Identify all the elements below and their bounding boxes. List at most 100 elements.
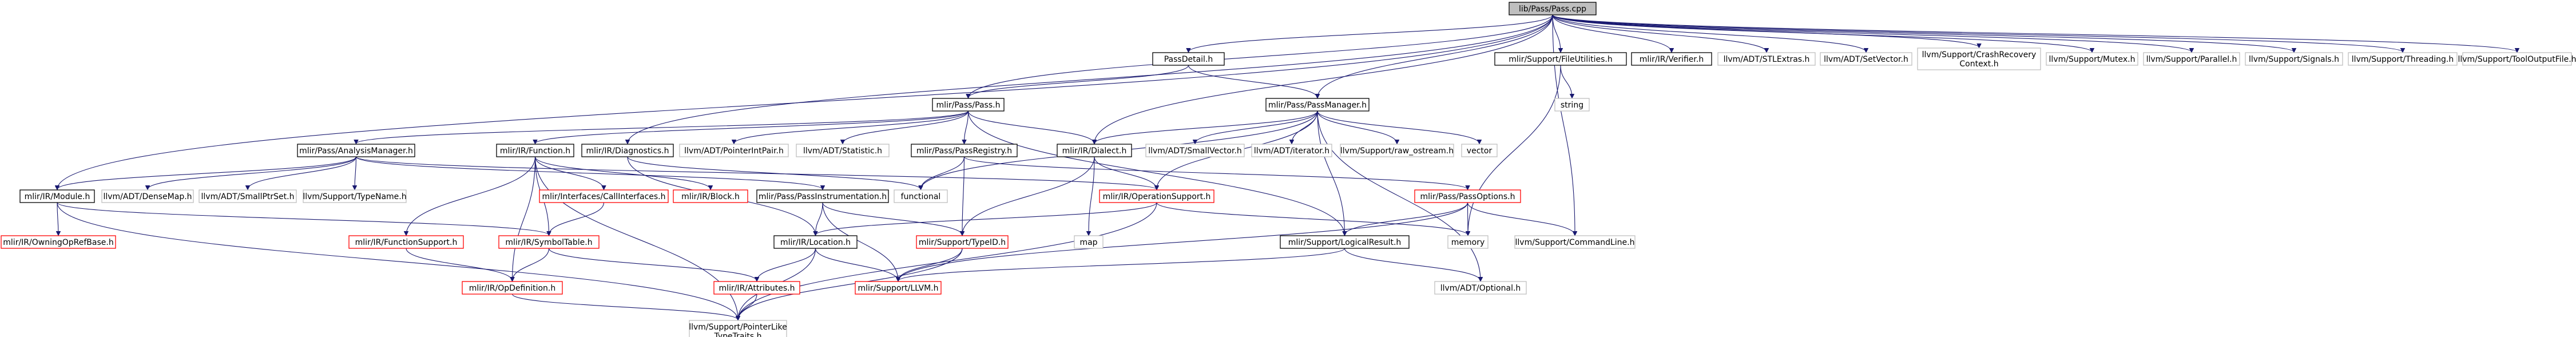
node-label-operationsupport: mlir/IR/OperationSupport.h	[1103, 192, 1211, 201]
node-string: string	[1554, 98, 1590, 112]
edge-callinterfaces-to-symboltable	[549, 202, 605, 235]
edge-analysismanager-to-moduleh	[57, 156, 357, 189]
edge-root-to-parallel	[1552, 14, 2192, 52]
node-signals: llvm/Support/Signals.h	[2245, 52, 2343, 66]
node-label-threading: llvm/Support/Threading.h	[2352, 55, 2454, 64]
node-dialect[interactable]: mlir/IR/Dialect.h	[1057, 144, 1132, 157]
node-label-rawostream: llvm/Support/raw_ostream.h	[1340, 146, 1454, 156]
node-label-passoptions: mlir/Pass/PassOptions.h	[1420, 192, 1515, 201]
node-box-signals	[2245, 52, 2343, 66]
node-passoptions[interactable]: mlir/Pass/PassOptions.h	[1414, 189, 1521, 203]
edge-root-to-signals	[1552, 14, 2294, 52]
node-box-passdetail	[1152, 52, 1225, 66]
node-box-pointerliketypetraits	[689, 320, 787, 337]
node-box-smallvector	[1145, 144, 1245, 157]
node-symboltable[interactable]: mlir/IR/SymbolTable.h	[498, 235, 600, 249]
node-label-iterator: llvm/ADT/iterator.h	[1254, 146, 1329, 156]
node-operationsupport[interactable]: mlir/IR/OperationSupport.h	[1099, 189, 1214, 203]
node-box-densemap	[101, 189, 194, 203]
edge-passh-to-dialect	[967, 110, 1095, 144]
node-label-typename: llvm/Support/TypeName.h	[303, 192, 406, 201]
node-box-smallptrset	[199, 189, 297, 203]
node-logicalresult[interactable]: mlir/Support/LogicalResult.h	[1280, 235, 1410, 249]
edge-passmanager-to-rawostream	[1317, 110, 1397, 144]
node-smallvector: llvm/ADT/SmallVector.h	[1145, 144, 1245, 157]
edge-operationsupport-to-location	[816, 202, 1157, 235]
node-passdetail[interactable]: PassDetail.h	[1152, 52, 1225, 66]
edge-passmanager-to-smallvector	[1195, 110, 1318, 144]
node-owningopref[interactable]: mlir/IR/OwningOpRefBase.h	[1, 235, 116, 249]
node-box-typename	[303, 189, 407, 203]
edge-location-to-attributes	[757, 248, 816, 281]
node-label-passdetail: PassDetail.h	[1164, 55, 1213, 64]
node-box-setvector	[1820, 52, 1912, 66]
edge-functionh-to-block	[534, 156, 711, 189]
node-passh[interactable]: mlir/Pass/Pass.h	[932, 98, 1005, 112]
node-functionh[interactable]: mlir/IR/Function.h	[496, 144, 574, 157]
edge-symboltable-to-opdefinition	[513, 248, 550, 281]
node-moduleh[interactable]: mlir/IR/Module.h	[19, 189, 95, 203]
node-passinstrumentation[interactable]: mlir/Pass/PassInstrumentation.h	[756, 189, 889, 203]
node-label-memory: memory	[1451, 238, 1485, 247]
node-box-crashrecovery	[1917, 47, 2041, 70]
node-analysismanager[interactable]: mlir/Pass/AnalysisManager.h	[297, 144, 415, 157]
edge-passmanager-to-vector	[1317, 110, 1479, 144]
edge-analysismanager-to-densemap	[148, 156, 357, 189]
node-block[interactable]: mlir/IR/Block.h	[673, 189, 748, 203]
edge-root-to-threading	[1552, 14, 2403, 52]
node-label-optional: llvm/ADT/Optional.h	[1440, 284, 1521, 293]
node-llvmh[interactable]: mlir/Support/LLVM.h	[855, 281, 942, 295]
edge-passh-to-pointerintpair	[734, 110, 969, 144]
node-attributes[interactable]: mlir/IR/Attributes.h	[713, 281, 800, 295]
node-passmanager[interactable]: mlir/Pass/PassManager.h	[1265, 98, 1370, 112]
node-label-passinstrumentation: mlir/Pass/PassInstrumentation.h	[759, 192, 887, 201]
node-box-llvmh	[855, 281, 942, 295]
node-fileutilities[interactable]: mlir/Support/FileUtilities.h	[1494, 52, 1627, 66]
node-label-dialect: mlir/IR/Dialect.h	[1062, 146, 1127, 156]
node-verifier[interactable]: mlir/IR/Verifier.h	[1631, 52, 1712, 66]
edge-passh-to-logicalresult	[967, 110, 1345, 235]
edge-root-to-diagnostics	[628, 14, 1553, 144]
node-root[interactable]: lib/Pass/Pass.cpp	[1509, 2, 1597, 15]
node-rawostream: llvm/Support/raw_ostream.h	[1340, 144, 1454, 157]
node-passregistry[interactable]: mlir/Pass/PassRegistry.h	[911, 144, 1018, 157]
node-box-iterator	[1251, 144, 1332, 157]
node-box-parallel	[2143, 52, 2240, 66]
node-label-passmanager: mlir/Pass/PassManager.h	[1268, 101, 1367, 110]
node-label-pointerliketypetraits: TypeTraits.h	[714, 332, 762, 337]
node-location[interactable]: mlir/IR/Location.h	[773, 235, 858, 249]
edge-operationsupport-to-pointerliketypetraits	[738, 202, 1157, 320]
node-functional: functional	[894, 189, 948, 203]
node-diagnostics[interactable]: mlir/IR/Diagnostics.h	[581, 144, 674, 157]
node-threading: llvm/Support/Threading.h	[2348, 52, 2458, 66]
node-box-memory	[1447, 235, 1489, 249]
node-label-verifier: mlir/IR/Verifier.h	[1640, 55, 1704, 64]
edge-moduleh-to-owningopref	[57, 202, 58, 235]
node-label-string: string	[1561, 101, 1583, 110]
node-label-llvmh: mlir/Support/LLVM.h	[858, 284, 939, 293]
node-label-statistic: llvm/ADT/Statistic.h	[803, 146, 882, 156]
node-box-passoptions	[1414, 189, 1521, 203]
edge-passinstrumentation-to-location	[816, 202, 823, 235]
node-typename: llvm/Support/TypeName.h	[303, 189, 407, 203]
edge-passmanager-to-dialect	[1094, 110, 1318, 144]
node-label-callinterfaces: mlir/Interfaces/CallInterfaces.h	[542, 192, 665, 201]
edge-opdefinition-to-pointerliketypetraits	[511, 294, 739, 320]
edge-passregistry-to-typeid	[962, 156, 965, 235]
node-functionsupport[interactable]: mlir/IR/FunctionSupport.h	[348, 235, 464, 249]
node-typeid[interactable]: mlir/Support/TypeID.h	[916, 235, 1009, 249]
edge-functionh-to-opdefinition	[513, 156, 536, 281]
node-commandline: llvm/Support/CommandLine.h	[1514, 235, 1636, 249]
edge-root-to-tooloutput	[1552, 14, 2517, 52]
node-label-smallptrset: llvm/ADT/SmallPtrSet.h	[201, 192, 295, 201]
edge-passregistry-to-passoptions	[963, 156, 1468, 189]
node-label-location: mlir/IR/Location.h	[780, 238, 851, 247]
node-box-tooloutput	[2462, 52, 2572, 66]
node-box-block	[673, 189, 748, 203]
edge-root-to-dialect	[1094, 14, 1553, 144]
node-opdefinition[interactable]: mlir/IR/OpDefinition.h	[462, 281, 563, 295]
node-label-map: map	[1079, 238, 1097, 247]
node-box-analysismanager	[297, 144, 415, 157]
node-callinterfaces[interactable]: mlir/Interfaces/CallInterfaces.h	[539, 189, 669, 203]
